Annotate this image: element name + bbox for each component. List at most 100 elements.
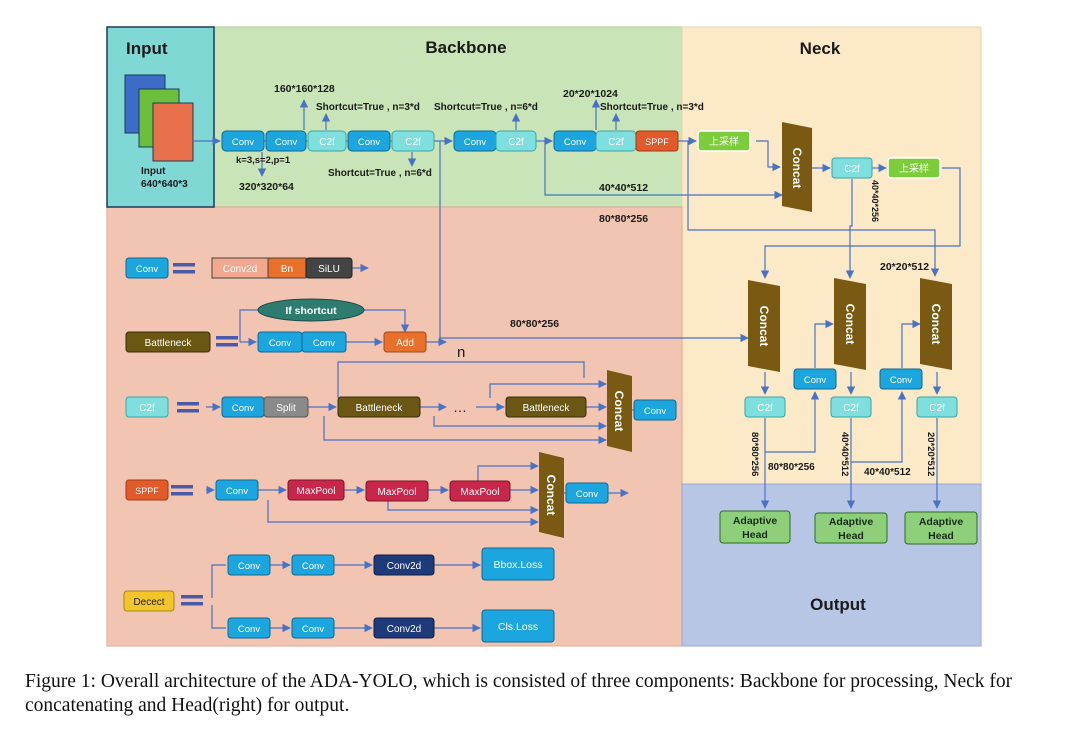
- svg-text:MaxPool: MaxPool: [297, 486, 336, 497]
- figure-caption: Figure 1: Overall architecture of the AD…: [25, 671, 1013, 716]
- annot-80-256-mid: 80*80*256: [510, 318, 559, 330]
- svg-text:SiLU: SiLU: [318, 264, 340, 275]
- legend-battleneck-conv-1: Conv: [257, 331, 303, 353]
- annot-conv-params: k=3,s=2,p=1: [236, 155, 291, 166]
- backbone-region: [213, 26, 683, 208]
- svg-text:Conv: Conv: [232, 403, 254, 414]
- annot-shortcut-6d-a: Shortcut=True , n=6*d: [434, 102, 538, 113]
- svg-text:Conv: Conv: [136, 264, 158, 275]
- legend-decect-conv2d-2: Conv2d: [373, 617, 435, 639]
- legend-n: n: [457, 344, 465, 361]
- backbone-c2f-4: C2f: [595, 130, 637, 152]
- neck-upsample-1: 上采样: [697, 130, 751, 152]
- annot-20-1024: 20*20*1024: [563, 88, 618, 100]
- legend-decect-conv2d-1: Conv2d: [373, 554, 435, 576]
- svg-text:Concat: Concat: [612, 391, 626, 432]
- annot-40-256: 40*40*256: [870, 180, 880, 222]
- neck-c2f-bottom-right: C2f: [916, 396, 958, 418]
- input-title: Input: [126, 39, 168, 58]
- legend-c2f-concat: Concat: [607, 370, 632, 452]
- legend-battleneck-conv-2: Conv: [301, 331, 347, 353]
- backbone-conv-2: Conv: [265, 130, 307, 152]
- svg-text:Concat: Concat: [757, 306, 771, 347]
- legend-c2f-battleneck-2: Battleneck: [505, 396, 587, 418]
- svg-text:Conv: Conv: [464, 137, 486, 148]
- annot-40-512: 40*40*512: [599, 182, 648, 194]
- svg-text:Conv: Conv: [302, 561, 324, 572]
- svg-text:Cls.Loss: Cls.Loss: [498, 621, 538, 633]
- svg-text:Conv: Conv: [238, 624, 260, 635]
- neck-c2f-top: C2f: [831, 157, 873, 179]
- svg-text:C2f: C2f: [843, 403, 859, 414]
- svg-text:Conv: Conv: [804, 375, 826, 386]
- svg-text:Concat: Concat: [929, 304, 943, 345]
- legend-conv2d-block: Conv2d: [211, 257, 269, 279]
- svg-text:Adaptive: Adaptive: [919, 516, 964, 528]
- adaptive-head-2: Adaptive Head: [814, 512, 888, 544]
- neck-conv-2: Conv: [879, 368, 923, 390]
- svg-text:Conv: Conv: [644, 406, 666, 417]
- svg-text:Conv: Conv: [226, 486, 248, 497]
- svg-text:C2f: C2f: [757, 403, 773, 414]
- svg-text:Adaptive: Adaptive: [829, 516, 874, 528]
- svg-text:Battleneck: Battleneck: [356, 403, 404, 414]
- svg-text:Decect: Decect: [133, 597, 164, 608]
- svg-text:C2f: C2f: [319, 137, 335, 148]
- neck-concat-top: Concat: [782, 122, 812, 212]
- annot-160: 160*160*128: [274, 83, 335, 95]
- backbone-conv-5: Conv: [553, 130, 597, 152]
- input-image-label: Input: [141, 166, 166, 177]
- legend-maxpool-3: MaxPool: [449, 480, 511, 502]
- legend-bn: Bn: [267, 257, 307, 279]
- svg-text:Head: Head: [742, 529, 768, 541]
- neck-connectors: [760, 163, 961, 509]
- svg-text:Conv2d: Conv2d: [387, 561, 421, 572]
- adaptive-head-3: Adaptive Head: [904, 511, 978, 545]
- annot-40-512-h: 40*40*512: [864, 467, 911, 478]
- output-region: [681, 483, 982, 647]
- neck-upsample-2: 上采样: [887, 157, 941, 179]
- svg-text:上采样: 上采样: [709, 135, 739, 148]
- legend-c2f-conv: Conv: [221, 396, 265, 418]
- legend-c2f: C2f: [125, 396, 169, 418]
- svg-text:C2f: C2f: [929, 403, 945, 414]
- legend-c2f-battleneck-1: Battleneck: [337, 396, 421, 418]
- neck-conv-1: Conv: [793, 368, 837, 390]
- legend-decect-conv-2: Conv: [291, 554, 335, 576]
- legend-conv: Conv: [125, 257, 169, 279]
- backbone-c2f-2: C2f: [391, 130, 435, 152]
- legend-bbox-loss: Bbox.Loss: [481, 547, 555, 581]
- backbone-title: Backbone: [425, 38, 506, 57]
- legend-sppf-conv: Conv: [215, 479, 259, 501]
- svg-text:Conv2d: Conv2d: [387, 624, 421, 635]
- svg-text:Concat: Concat: [544, 475, 558, 516]
- adaptive-head-1: Adaptive Head: [719, 510, 791, 544]
- annot-320: 320*320*64: [239, 181, 294, 193]
- legend-decect: Decect: [123, 590, 175, 612]
- backbone-c2f-3: C2f: [495, 130, 537, 152]
- legend-decect-conv-3: Conv: [227, 617, 271, 639]
- svg-text:MaxPool: MaxPool: [461, 487, 500, 498]
- svg-text:Conv: Conv: [275, 137, 297, 148]
- legend-sppf-out-conv: Conv: [565, 482, 609, 504]
- legend-c2f-out-conv: Conv: [633, 399, 677, 421]
- svg-text:Split: Split: [276, 403, 296, 414]
- legend-decect-conv-1: Conv: [227, 554, 271, 576]
- svg-text:Head: Head: [928, 530, 954, 542]
- annot-20-512: 20*20*512: [880, 261, 929, 273]
- svg-text:Battleneck: Battleneck: [145, 338, 193, 349]
- backbone-sppf: SPPF: [635, 130, 679, 152]
- svg-text:SPPF: SPPF: [135, 486, 159, 496]
- neck-concat-mid: Concat: [834, 278, 866, 370]
- annot-80-256-h: 80*80*256: [768, 462, 815, 473]
- annot-80-256: 80*80*256: [599, 213, 648, 225]
- svg-text:Battleneck: Battleneck: [523, 403, 571, 414]
- neck-concat-left: Concat: [748, 280, 780, 372]
- neck-c2f-bottom-left: C2f: [744, 396, 786, 418]
- annot-shortcut-3d-a: Shortcut=True , n=3*d: [316, 102, 420, 113]
- svg-text:Conv: Conv: [232, 137, 254, 148]
- legend-silu: SiLU: [305, 257, 353, 279]
- legend-if-shortcut: If shortcut: [257, 298, 365, 322]
- svg-text:If shortcut: If shortcut: [285, 305, 337, 317]
- input-image-stack: [124, 74, 194, 162]
